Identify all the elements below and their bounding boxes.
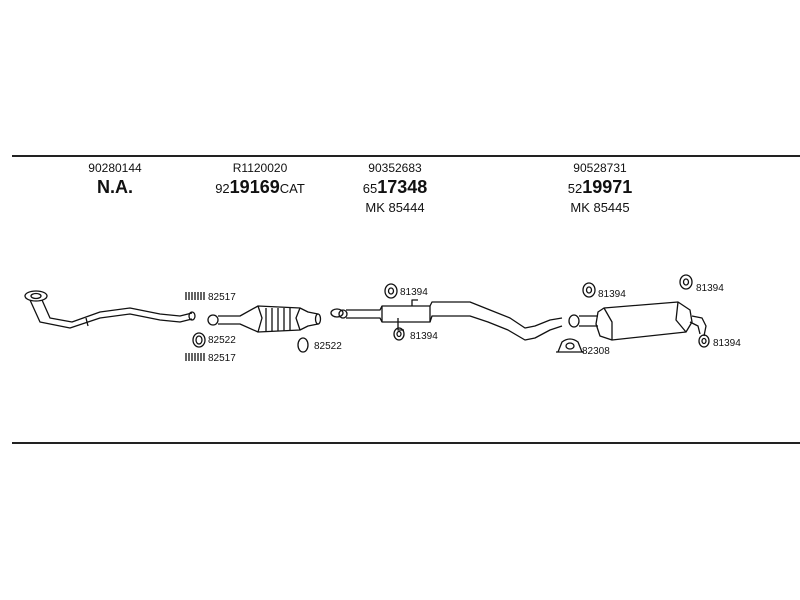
label-clamp: 82308 [582,346,610,357]
column-front-pipe: 90280144 N.A. [60,160,170,198]
column-catalytic-converter: R1120020 9219169CAT [205,160,315,200]
top-rule [12,155,800,157]
mk-number: MK 85444 [365,200,425,215]
part-number: 90528731 [573,161,627,175]
reference-number: 6517348 [362,177,428,197]
gasket-icon [192,332,206,348]
column-middle-silencer: 90352683 6517348 MK 85444 [340,160,450,216]
part-number: 90352683 [368,161,422,175]
label-hanger: 81394 [410,331,438,342]
label-spring-clamp: 82517 [208,353,236,364]
rear-silencer-drawing [568,301,707,341]
reference-number: N.A. [97,177,133,197]
label-spring-clamp: 82517 [208,292,236,303]
rubber-hanger-icon [384,283,398,299]
gasket-icon [297,337,309,353]
label-gasket: 82522 [314,341,342,352]
rubber-hanger-icon [679,274,693,290]
part-number: 90280144 [88,161,142,175]
u-clamp-icon [556,338,584,353]
rubber-hanger-icon [582,282,596,298]
middle-silencer-drawing [330,299,563,341]
front-pipe-drawing [24,290,196,329]
spring-clamp-icon [185,292,205,300]
bottom-rule [12,442,800,444]
reference-number: 5219971 [567,177,633,197]
rubber-hanger-icon [393,327,405,341]
column-rear-silencer: 90528731 5219971 MK 85445 [545,160,655,216]
label-hanger: 81394 [400,287,428,298]
label-hanger: 81394 [696,283,724,294]
label-hanger: 81394 [713,338,741,349]
rubber-hanger-icon [698,334,710,348]
reference-number: 9219169CAT [215,177,305,197]
part-number: R1120020 [232,161,288,175]
label-gasket: 82522 [208,335,236,346]
mk-number: MK 85445 [570,200,630,215]
spring-clamp-icon [185,353,205,361]
label-hanger: 81394 [598,289,626,300]
catalytic-converter-drawing [207,305,322,333]
